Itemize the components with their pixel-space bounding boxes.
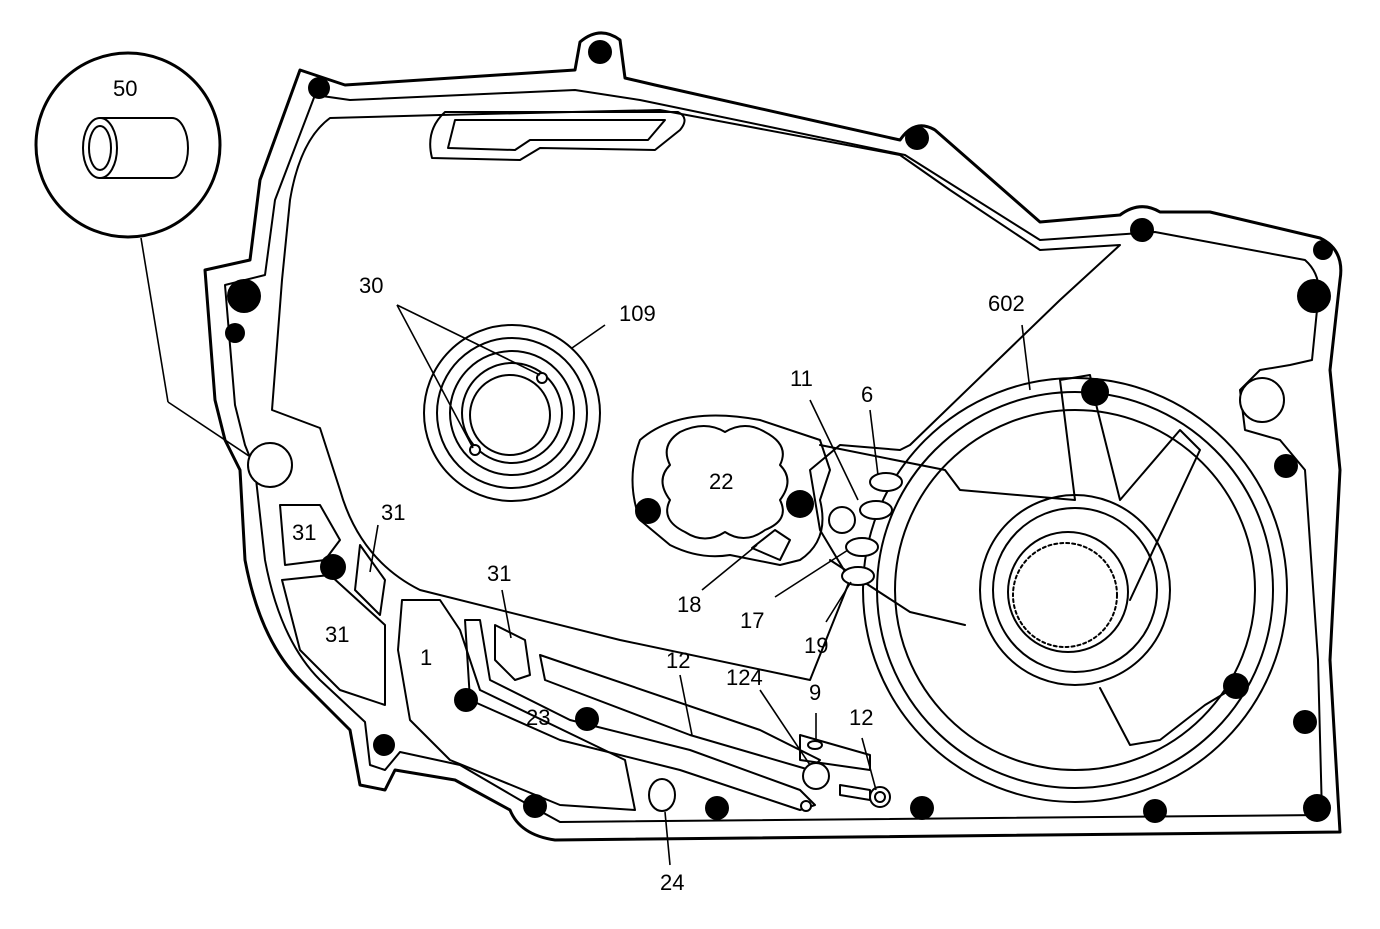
callout-1: 1 <box>420 645 432 670</box>
open-holes <box>247 377 1285 812</box>
callout-12-b: 12 <box>849 705 873 730</box>
callout-109: 109 <box>619 301 656 326</box>
callout-23: 23 <box>526 705 550 730</box>
callout-31-d: 31 <box>325 622 349 647</box>
callout-12-a: 12 <box>666 648 690 673</box>
ring-602 <box>819 374 1288 803</box>
callout-18: 18 <box>677 592 701 617</box>
callout-9: 9 <box>809 680 821 705</box>
detail-inset-50 <box>34 51 259 463</box>
callout-labels: 50 30 109 602 11 6 22 31 31 31 31 31 1 2… <box>113 76 1025 895</box>
callout-17: 17 <box>740 608 764 633</box>
leader-lines <box>369 304 1031 866</box>
callout-124: 124 <box>726 665 763 690</box>
callout-31-c: 31 <box>487 561 511 586</box>
callout-11: 11 <box>790 366 813 391</box>
bore-109 <box>423 324 601 502</box>
callout-30: 30 <box>359 273 383 298</box>
callout-602: 602 <box>988 291 1025 316</box>
callout-6: 6 <box>861 382 873 407</box>
callout-50: 50 <box>113 76 137 101</box>
callout-22: 22 <box>709 469 733 494</box>
lower-channels <box>279 504 871 811</box>
bolt-holes <box>225 40 1333 823</box>
callout-31-b: 31 <box>381 500 405 525</box>
port-22 <box>631 414 831 566</box>
callout-31-a: 31 <box>292 520 316 545</box>
callout-19: 19 <box>804 633 828 658</box>
callout-24: 24 <box>660 870 684 895</box>
top-slot <box>429 111 686 161</box>
